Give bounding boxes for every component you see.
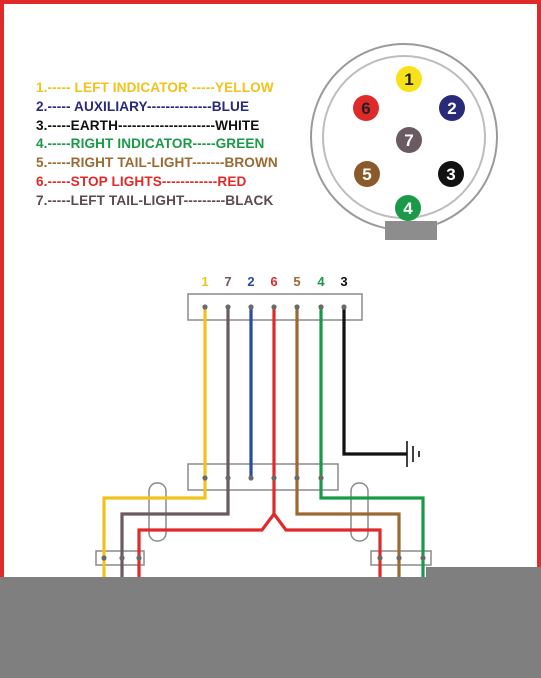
terminal-screw <box>271 475 277 481</box>
socket-pin-label: 7 <box>404 131 413 150</box>
socket-pin-label: 3 <box>446 165 455 184</box>
terminal-screw <box>225 475 231 481</box>
terminal-screw <box>294 304 300 310</box>
terminal-screw <box>341 304 347 310</box>
terminal-screw <box>420 555 426 561</box>
cable-sleeve-left <box>148 482 167 542</box>
seven-pin-socket: 1 2 3 4 5 6 7 <box>310 43 498 240</box>
terminal-screw <box>294 475 300 481</box>
terminal-screw <box>119 555 125 561</box>
terminal-screw <box>225 304 231 310</box>
terminal-block-middle <box>187 463 339 491</box>
legend-item-4: 4.-----RIGHT INDICATOR-----GREEN <box>36 136 265 152</box>
terminal-screw <box>271 304 277 310</box>
terminal-screw <box>248 475 254 481</box>
socket-pin-4: 4 <box>395 195 421 221</box>
socket-pin-label: 6 <box>361 99 370 118</box>
wire-number-label: 6 <box>270 274 277 289</box>
terminal-screw <box>318 304 324 310</box>
terminal-screw <box>136 555 142 561</box>
wire-4-right-indicator <box>319 307 425 578</box>
wire-number-label: 5 <box>293 274 300 289</box>
footer-band <box>0 577 541 678</box>
socket-pin-7: 7 <box>396 127 422 153</box>
wire-3-earth <box>342 307 407 456</box>
wire-number-label: 1 <box>201 274 208 289</box>
socket-pin-2: 2 <box>439 95 465 121</box>
socket-pin-label: 5 <box>362 165 371 184</box>
socket-pin-1: 1 <box>396 66 422 92</box>
wire-7-left-tail-light <box>120 307 230 578</box>
cable-sleeve-right <box>350 482 369 542</box>
legend-item-2: 2.----- AUXILIARY--------------BLUE <box>36 98 250 114</box>
wire-number-label: 4 <box>317 274 325 289</box>
socket-pin-3: 3 <box>438 161 464 187</box>
socket-pin-label: 2 <box>447 99 456 118</box>
wire-6-stop-lights-left <box>137 307 276 578</box>
wire-color-legend: 1.----- LEFT INDICATOR -----YELLOW 2.---… <box>36 79 278 211</box>
wire-number-label: 7 <box>224 274 231 289</box>
wire-1-left-indicator <box>102 307 207 578</box>
legend-item-3: 3.-----EARTH---------------------WHITE <box>36 117 260 133</box>
terminal-screw <box>318 475 324 481</box>
legend-item-7: 7.-----LEFT TAIL-LIGHT---------BLACK <box>36 192 274 208</box>
socket-pin-label: 1 <box>404 70 413 89</box>
socket-pin-5: 5 <box>354 161 380 187</box>
terminal-screw <box>396 555 402 561</box>
terminal-screw <box>377 555 383 561</box>
socket-key-tab <box>385 221 437 240</box>
footer-step <box>426 567 541 579</box>
ground-symbol <box>406 441 420 467</box>
socket-pin-6: 6 <box>353 95 379 121</box>
wire-5-right-tail-light <box>295 307 401 578</box>
terminal-screw <box>248 304 254 310</box>
terminal-screw <box>101 555 107 561</box>
wire-6-stop-lights-right <box>272 513 382 578</box>
legend-item-5: 5.-----RIGHT TAIL-LIGHT-------BROWN <box>36 155 278 171</box>
terminal-screw <box>202 475 208 481</box>
socket-pin-label: 4 <box>403 199 413 218</box>
terminal-screw <box>202 304 208 310</box>
legend-item-6: 6.-----STOP LIGHTS------------RED <box>36 173 247 189</box>
wire-number-label: 2 <box>247 274 254 289</box>
wire-number-label: 3 <box>340 274 347 289</box>
legend-item-1: 1.----- LEFT INDICATOR -----YELLOW <box>36 80 274 95</box>
